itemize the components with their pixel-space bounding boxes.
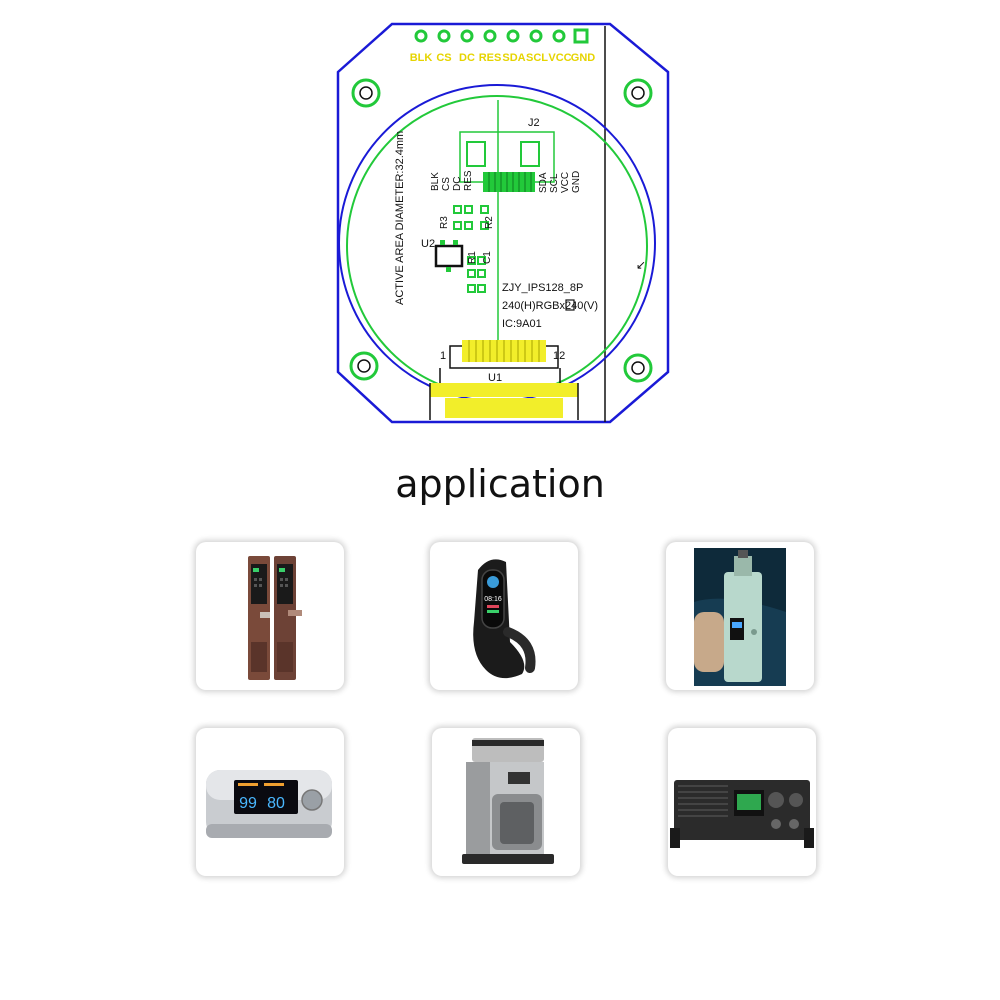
ic-ref-label: U2 [421,238,435,250]
application-heading: application [395,462,605,506]
ic-u2 [434,240,464,272]
conn-label-sda: SDA [538,172,549,193]
watch-time: 08:16 [484,596,502,603]
pin-label-gnd: GND [571,52,596,64]
app-card-door-lock [196,542,344,690]
active-area-label: ACTIVE AREA DIAMETER:32.4mm [394,131,406,305]
conn-label-gnd: GND [571,171,582,193]
pin-label-blk: BLK [410,52,433,64]
conn-label-vcc: VCC [560,172,571,193]
fpc-pin-first: 1 [440,350,446,362]
pin-label-sda: SDA [502,52,525,64]
app-card-vape [666,542,814,690]
pin-label-res: RES [479,52,502,64]
pin-label-cs: CS [436,52,451,64]
app-card-coffee-machine [432,728,580,876]
board-outline [336,22,670,424]
pin-label-vcc: VCC [548,52,571,64]
connector-j2 [459,100,555,345]
header-pins [414,28,589,44]
conn-label-res: RES [463,170,474,191]
oximeter-pulse: 80 [267,795,285,812]
fpc-ref-label: U1 [488,372,502,384]
fpc-pin-last: 12 [553,350,565,362]
label-c1: C1 [482,251,493,264]
mounting-holes [349,78,653,383]
vape-icon [694,548,786,686]
model-marker [565,299,575,311]
model-line-2: 240(H)RGBx240(V) [502,300,598,312]
pin-label-dc: DC [459,52,475,64]
smartwatch-icon: 08:16 [473,559,536,679]
oximeter-spo2: 99 [239,795,257,812]
pcb-outline-drawing: BLK CS DC RES SDA SCL VCC GND J2 BLK CS … [336,22,670,424]
coffee-machine-icon [462,738,554,864]
app-card-radio [668,728,816,876]
app-card-oximeter: 99 80 [196,728,344,876]
conn-label-cs: CS [441,177,452,191]
door-lock-icon [248,556,302,680]
model-line-3: IC:9A01 [502,318,542,330]
fpc-connector [429,340,579,420]
app-card-smart-band: 08:16 [430,542,578,690]
label-r1: R1 [467,251,478,264]
conn-label-scl: SCL [549,173,560,193]
model-line-1: ZJY_IPS128_8P [502,282,583,294]
conn-label-blk: BLK [430,172,441,191]
resistor-pads [453,205,489,293]
label-r2: R2 [484,216,495,229]
oximeter-icon: 99 80 [206,770,332,838]
edge-marker: ↙ [636,258,646,272]
radio-icon [670,780,814,848]
connector-ref-label: J2 [528,117,540,129]
pin-label-scl: SCL [526,52,548,64]
label-r3: R3 [439,216,450,229]
conn-label-dc: DC [452,177,463,191]
